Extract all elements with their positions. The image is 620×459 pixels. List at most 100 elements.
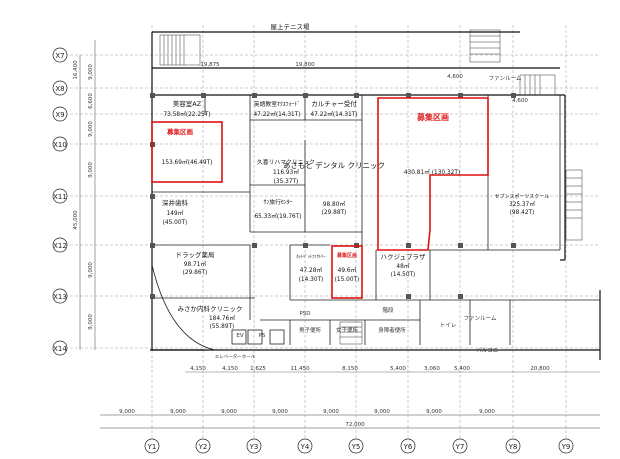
room-seven: セブンスポーツスクール 325.37㎡ (98.42T) [495, 193, 550, 216]
svg-text:募集区画: 募集区画 [416, 112, 449, 122]
recruit-zone-small [331, 245, 363, 299]
svg-text:153.69㎡(46.49T): 153.69㎡(46.49T) [162, 158, 213, 166]
svg-text:階段: 階段 [382, 306, 394, 314]
svg-text:9,000: 9,000 [88, 314, 94, 330]
x-axis-markers: X7 X8 X9 X10 X11 X12 X13 X14 [52, 47, 68, 356]
svg-text:Y2: Y2 [198, 443, 208, 451]
svg-text:6,600: 6,600 [88, 93, 94, 109]
svg-text:エレベーターホール: エレベーターホール [215, 353, 256, 360]
svg-text:Y6: Y6 [403, 443, 413, 451]
partitions [151, 95, 600, 351]
svg-text:X8: X8 [55, 85, 64, 93]
svg-text:トイレ: トイレ [440, 323, 457, 329]
room-boshu-right: 募集区画 430.81㎡ (130.32T) [404, 112, 460, 176]
svg-text:9,000: 9,000 [479, 409, 495, 415]
svg-text:(98.42T): (98.42T) [510, 210, 535, 216]
axis-x14: X14 [52, 340, 67, 356]
svg-text:149㎡: 149㎡ [167, 209, 184, 217]
axis-x9: X9 [52, 106, 68, 122]
right-stair [565, 169, 583, 241]
svg-text:(55.89T): (55.89T) [210, 324, 235, 330]
axis-x8: X8 [52, 80, 68, 96]
svg-text:5,400: 5,400 [390, 366, 406, 372]
svg-text:11,450: 11,450 [290, 366, 310, 372]
room-fukai: 深井歯科 149㎡ (45.00T) [162, 198, 189, 226]
svg-text:Y8: Y8 [508, 443, 518, 451]
svg-text:X7: X7 [55, 52, 64, 60]
top-dimensions: 屋上テニス場 19,875 19,800 4,600 4,600 [200, 22, 528, 104]
axis-x12: X12 [52, 237, 68, 253]
svg-text:72,000: 72,000 [345, 422, 365, 428]
svg-text:EV: EV [236, 333, 243, 339]
svg-text:47.28㎡: 47.28㎡ [300, 266, 323, 274]
svg-text:19,800: 19,800 [295, 62, 315, 68]
svg-text:4,600: 4,600 [447, 74, 463, 80]
room-biyoushitsu: 美容室AZ 73.58㎡(22.25T) [163, 99, 210, 118]
axis-y4: Y4 [297, 438, 313, 454]
room-labels: 美容室AZ 73.58㎡(22.25T) 募集区画 153.69㎡(46.49T… [162, 99, 550, 330]
svg-text:(15.00T): (15.00T) [335, 277, 360, 283]
svg-text:98.71㎡: 98.71㎡ [184, 260, 207, 268]
svg-text:X9: X9 [55, 111, 64, 119]
svg-text:(14.50T): (14.50T) [391, 272, 416, 278]
svg-text:女子便所: 女子便所 [336, 326, 359, 334]
room-sun: ｻﾝ旅行ｾﾝﾀｰ 65.33㎡(19.76T) [254, 198, 301, 220]
svg-text:45,000: 45,000 [73, 210, 79, 230]
svg-text:47.22㎡(14.31T): 47.22㎡(14.31T) [310, 110, 357, 118]
svg-text:(35.37T): (35.37T) [274, 179, 299, 185]
room-mikata: みさか内科クリニック 184.76㎡ (55.89T) [178, 304, 243, 330]
svg-text:48㎡: 48㎡ [396, 262, 409, 270]
room-kyoiku: 英語教室ｵｸｽﾌｫｰﾄﾞ 47.22㎡(14.31T) [253, 100, 300, 118]
svg-text:116.93㎡: 116.93㎡ [273, 168, 299, 176]
svg-text:ｻﾝ旅行ｾﾝﾀｰ: ｻﾝ旅行ｾﾝﾀｰ [264, 198, 293, 206]
room-hotpot: ﾎｯﾄﾍﾟｯﾄﾌｧｸﾄﾘｰ 47.28㎡ (14.30T) [296, 253, 326, 283]
left-dimensions: 9,000 6,600 9,000 9,000 9,000 9,000 45,0… [73, 40, 96, 350]
svg-text:募集区画: 募集区画 [166, 127, 194, 136]
svg-text:9,000: 9,000 [221, 409, 237, 415]
axis-y7: Y7 [452, 438, 468, 454]
svg-text:深井歯科: 深井歯科 [162, 198, 189, 207]
svg-text:PS: PS [259, 333, 266, 339]
svg-text:(29.88T): (29.88T) [322, 210, 347, 216]
bottom-dimensions: 9,000 9,000 9,000 9,000 9,000 9,000 9,00… [100, 409, 600, 429]
axis-y2: Y2 [195, 438, 211, 454]
svg-text:英語教室ｵｸｽﾌｫｰﾄﾞ: 英語教室ｵｸｽﾌｫｰﾄﾞ [254, 100, 300, 108]
svg-text:バルコニー: バルコニー [476, 347, 503, 354]
svg-text:ﾎｯﾄﾍﾟｯﾄﾌｧｸﾄﾘｰ: ﾎｯﾄﾍﾟｯﾄﾌｧｸﾄﾘｰ [296, 253, 326, 260]
svg-text:16,400: 16,400 [73, 60, 79, 80]
svg-text:98.80㎡: 98.80㎡ [323, 200, 346, 208]
svg-text:美容室AZ: 美容室AZ [173, 99, 202, 108]
svg-text:(45.00T): (45.00T) [163, 220, 188, 226]
svg-text:(29.86T): (29.86T) [183, 270, 208, 276]
room-boshu-left: 募集区画 153.69㎡(46.49T) [162, 127, 213, 166]
axis-x13: X13 [52, 288, 68, 304]
svg-text:9,000: 9,000 [272, 409, 288, 415]
svg-text:Y4: Y4 [300, 443, 310, 451]
svg-text:あさもと デンタル クリニック: あさもと デンタル クリニック [283, 160, 385, 170]
axis-y6: Y6 [400, 438, 416, 454]
stairs [159, 29, 556, 345]
room-dental: あさもと デンタル クリニック 98.80㎡ (29.88T) [283, 160, 385, 216]
svg-text:X13: X13 [53, 293, 67, 301]
svg-text:9,000: 9,000 [88, 262, 94, 278]
svg-text:カルチャー受付: カルチャー受付 [311, 99, 357, 108]
svg-text:20,800: 20,800 [530, 366, 550, 372]
svg-text:1,625: 1,625 [250, 366, 266, 372]
room-hakugyu: ハクジュプラザ 48㎡ (14.50T) [380, 253, 426, 278]
room-boshu-small: 募集区画 49.6㎡ (15.00T) [335, 252, 360, 283]
svg-text:9,000: 9,000 [170, 409, 186, 415]
svg-text:3,060: 3,060 [424, 366, 440, 372]
svg-text:9,000: 9,000 [426, 409, 442, 415]
room-drug: ドラッグ薬局 98.71㎡ (29.86T) [176, 250, 215, 276]
rooftop-tennis-label: 屋上テニス場 [271, 22, 311, 31]
recruit-zones [151, 97, 489, 299]
y-axis-markers: Y1 Y2 Y3 Y4 Y5 Y6 Y7 Y8 Y9 [144, 438, 574, 454]
columns [150, 93, 516, 299]
svg-text:325.37㎡: 325.37㎡ [509, 200, 535, 208]
svg-text:4,600: 4,600 [512, 98, 528, 104]
svg-text:9,000: 9,000 [323, 409, 339, 415]
recruit-zone-right [377, 97, 489, 251]
room-rehab: 久喜リハマクリニック 116.93㎡ (35.37T) [257, 158, 315, 185]
inner-dimensions: 4,150 4,150 1,625 11,450 8,150 5,400 3,0… [185, 366, 600, 373]
